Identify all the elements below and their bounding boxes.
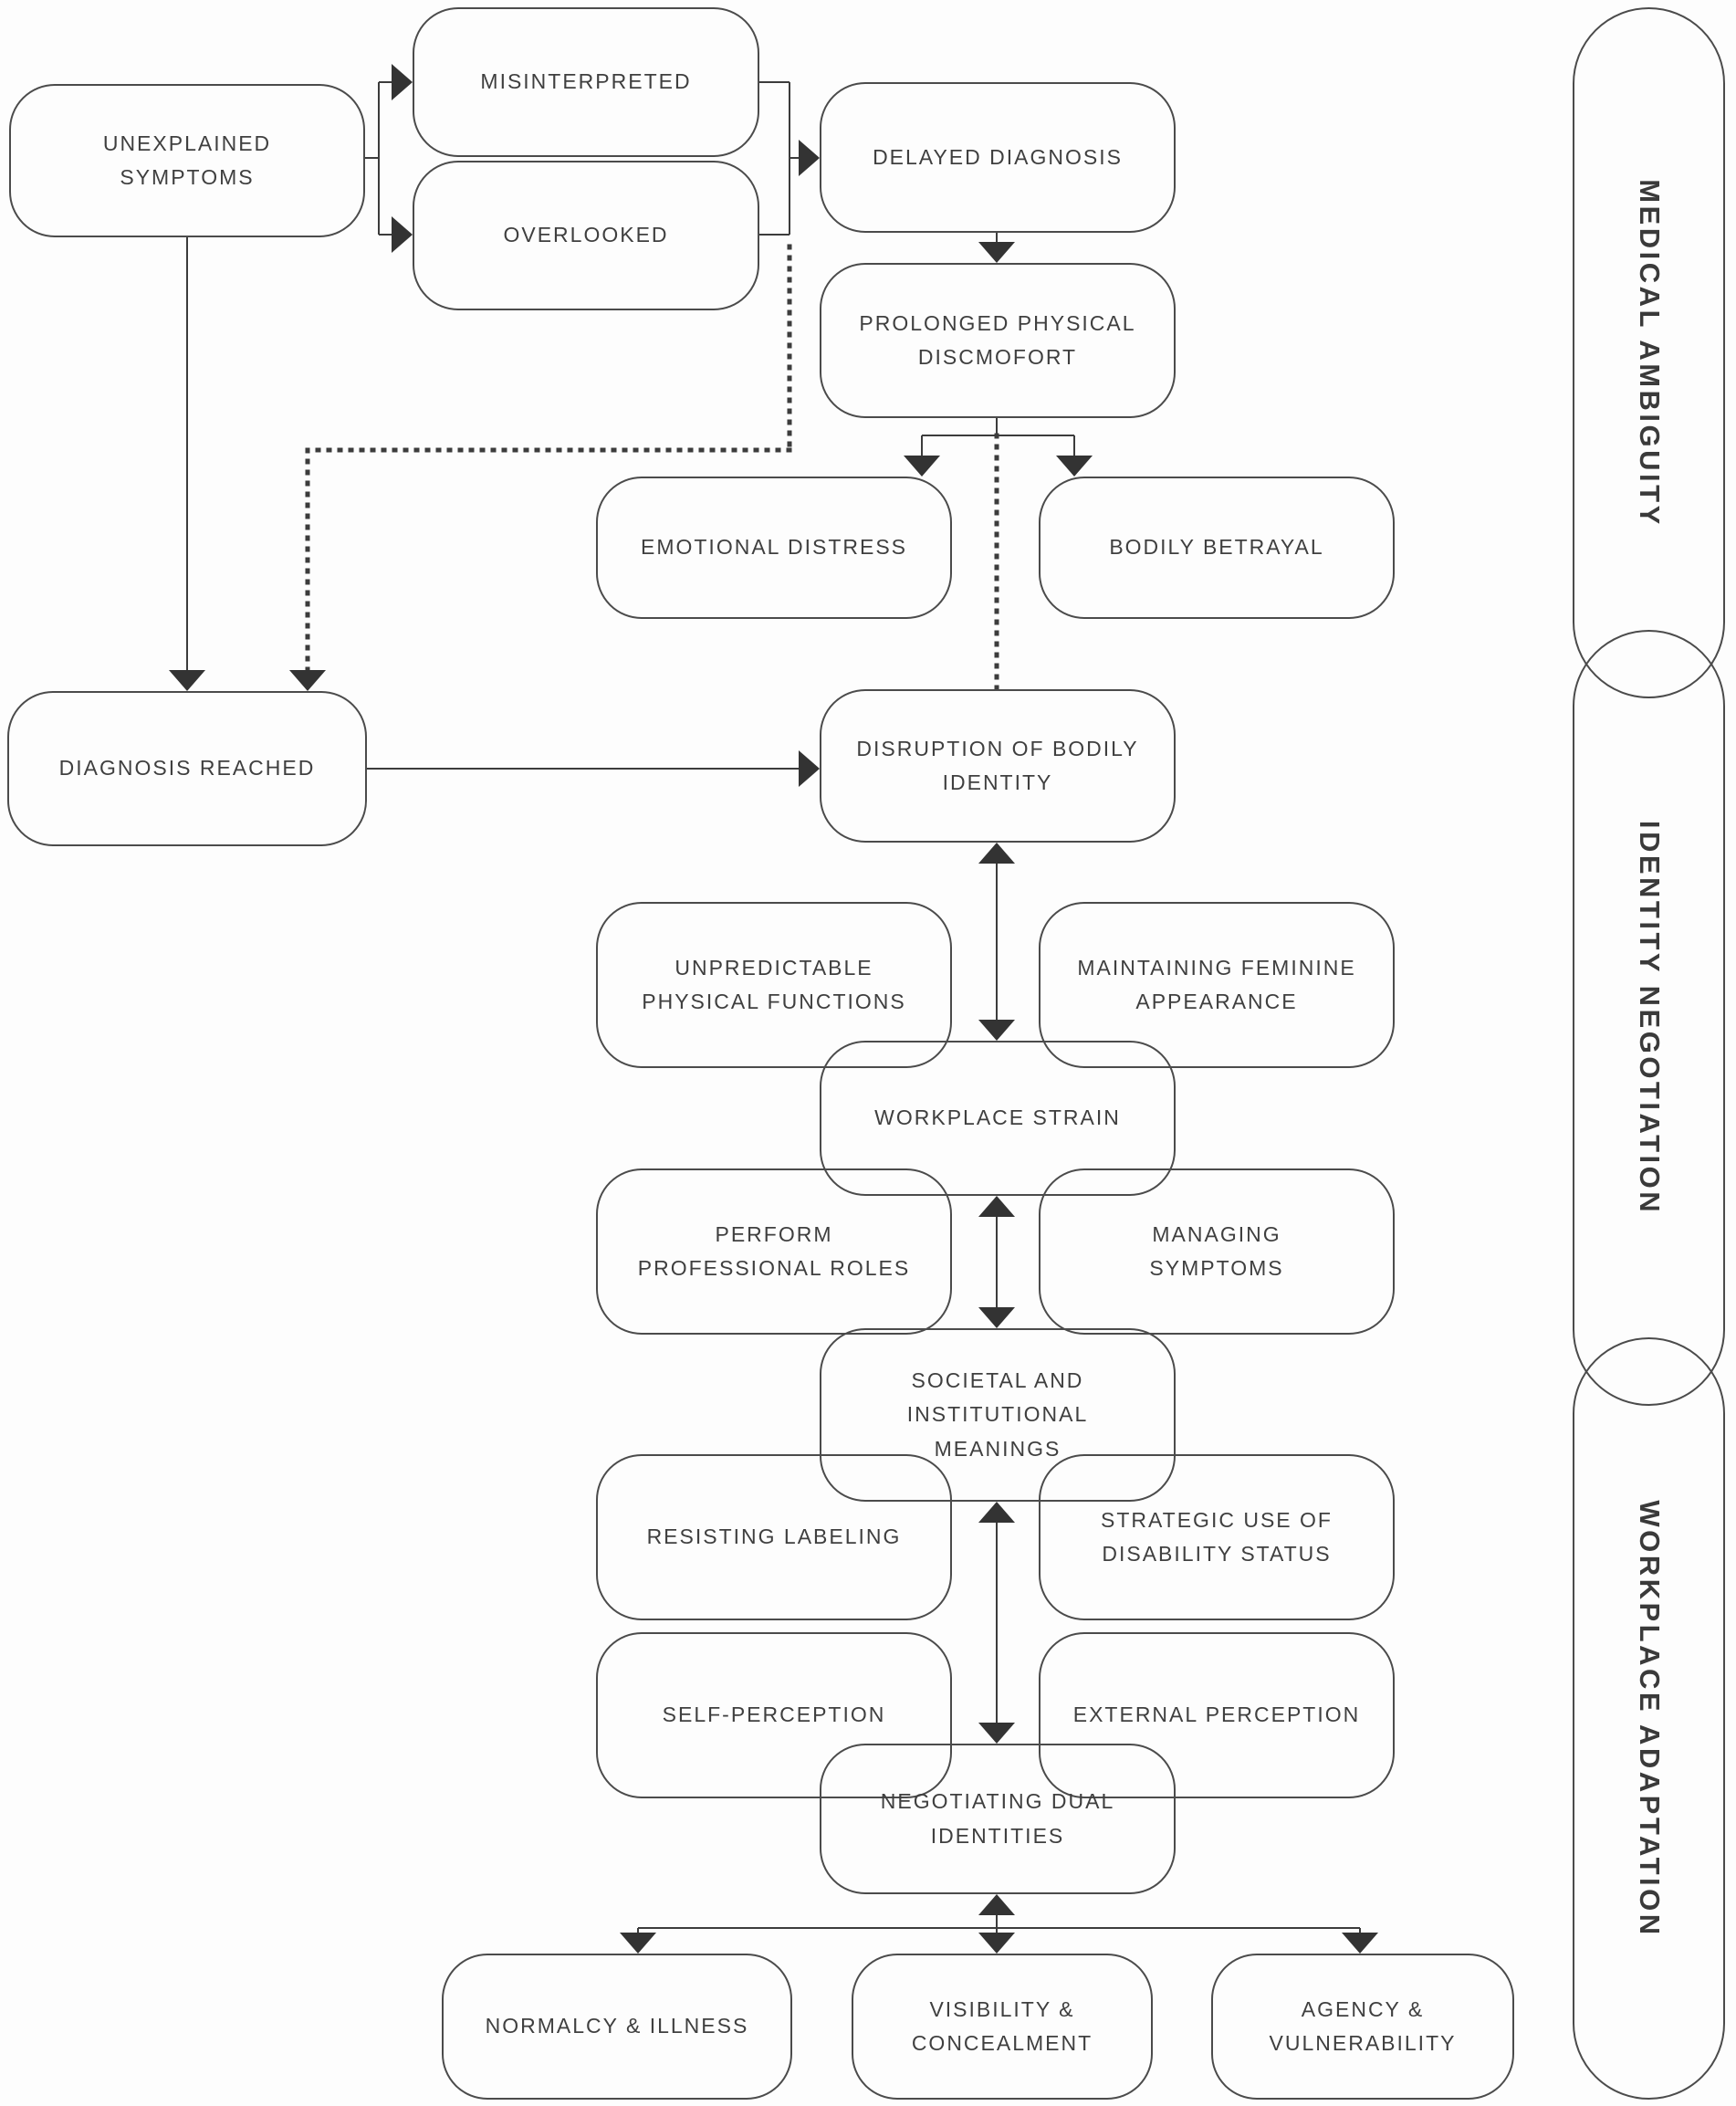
node-visibility-concealment: VISIBILITY & CONCEALMENT (852, 1954, 1153, 2100)
arrowhead (392, 216, 413, 253)
node-label: MANAGING SYMPTOMS (1149, 1221, 1284, 1280)
connector-line (365, 81, 392, 236)
node-label: EXTERNAL PERCEPTION (1072, 1703, 1361, 1727)
node-resisting-labeling: RESISTING LABELING (596, 1454, 952, 1620)
node-label: STRATEGIC USE OF DISABILITY STATUS (1101, 1507, 1333, 1566)
arrowhead (799, 140, 820, 176)
node-label: DELAYED DIAGNOSIS (873, 144, 1123, 169)
node-label: BODILY BETRAYAL (1109, 535, 1324, 560)
node-strategic-use-of-disability-status: STRATEGIC USE OF DISABILITY STATUS (1039, 1454, 1395, 1620)
node-label: SELF-PERCEPTION (662, 1703, 886, 1727)
node-external-perception: EXTERNAL PERCEPTION (1039, 1632, 1395, 1798)
node-label: MISINTERPRETED (480, 69, 692, 94)
node-perform-professional-roles: PERFORM PROFESSIONAL ROLES (596, 1168, 952, 1335)
arrowhead (978, 1894, 1015, 1915)
arrowhead (978, 1723, 1015, 1744)
node-emotional-distress: EMOTIONAL DISTRESS (596, 477, 952, 619)
arrowhead (392, 64, 413, 100)
arrowhead (978, 1933, 1015, 1954)
node-label: PROLONGED PHYSICAL DISCMOFORT (859, 310, 1136, 369)
dotted-connector-line (305, 244, 792, 673)
node-label: AGENCY & VULNERABILITY (1269, 1996, 1457, 2055)
node-label: VISIBILITY & CONCEALMENT (911, 1996, 1093, 2055)
node-label: NORMALCY & ILLNESS (485, 2014, 749, 2038)
arrowhead (1342, 1933, 1378, 1954)
arrowhead (904, 456, 940, 477)
section-pill-medical-ambiguity: MEDICAL AMBIGUITY (1573, 7, 1725, 698)
node-bodily-betrayal: BODILY BETRAYAL (1039, 477, 1395, 619)
section-pill-workplace-adaptation: WORKPLACE ADAPTATION (1573, 1337, 1725, 2100)
node-managing-symptoms: MANAGING SYMPTOMS (1039, 1168, 1395, 1335)
node-normalcy-illness: NORMALCY & ILLNESS (442, 1954, 792, 2100)
node-label: NEGOTIATING DUAL IDENTITIES (880, 1789, 1115, 1848)
section-label: IDENTITY NEGOTIATION (1633, 820, 1666, 1216)
node-label: UNEXPLAINED SYMPTOMS (102, 131, 272, 189)
node-agency-vulnerability: AGENCY & VULNERABILITY (1211, 1954, 1514, 2100)
arrowhead (978, 242, 1015, 263)
section-label: MEDICAL AMBIGUITY (1633, 178, 1666, 528)
node-maintaining-feminine-appearance: MAINTAINING FEMININE APPEARANCE (1039, 902, 1395, 1068)
arrowhead (978, 1196, 1015, 1217)
node-delayed-diagnosis: DELAYED DIAGNOSIS (820, 82, 1176, 233)
arrowhead (978, 1020, 1015, 1041)
arrowhead (978, 1502, 1015, 1523)
node-misinterpreted: MISINTERPRETED (413, 7, 759, 157)
connector-line (759, 81, 800, 236)
section-label: WORKPLACE ADAPTATION (1633, 1499, 1666, 1938)
node-label: SOCIETAL AND INSTITUTIONAL MEANINGS (906, 1368, 1089, 1461)
node-label: OVERLOOKED (503, 223, 669, 247)
node-label: DIAGNOSIS REACHED (58, 756, 316, 781)
node-disruption-of-bodily-identity: DISRUPTION OF BODILY IDENTITY (820, 689, 1176, 843)
node-negotiating-dual-identities: NEGOTIATING DUAL IDENTITIES (820, 1744, 1176, 1894)
arrowhead (799, 750, 820, 787)
node-unexplained-symptoms: UNEXPLAINED SYMPTOMS (9, 84, 365, 237)
section-pill-identity-negotiation: IDENTITY NEGOTIATION (1573, 630, 1725, 1406)
arrowhead (978, 843, 1015, 864)
node-self-perception: SELF-PERCEPTION (596, 1632, 952, 1798)
node-label: UNPREDICTABLE PHYSICAL FUNCTIONS (642, 955, 906, 1013)
node-label: EMOTIONAL DISTRESS (640, 535, 908, 560)
arrowhead (169, 670, 205, 691)
node-workplace-strain: WORKPLACE STRAIN (820, 1041, 1176, 1196)
node-label: MAINTAINING FEMININE APPEARANCE (1077, 955, 1356, 1013)
arrowhead (620, 1933, 656, 1954)
node-prolonged-physical-discomfort: PROLONGED PHYSICAL DISCMOFORT (820, 263, 1176, 418)
arrowhead (1056, 456, 1093, 477)
node-unpredictable-physical-functions: UNPREDICTABLE PHYSICAL FUNCTIONS (596, 902, 952, 1068)
arrowhead (289, 670, 326, 691)
node-overlooked: OVERLOOKED (413, 161, 759, 310)
arrowhead (978, 1307, 1015, 1328)
node-label: DISRUPTION OF BODILY IDENTITY (856, 736, 1139, 794)
node-label: PERFORM PROFESSIONAL ROLES (637, 1221, 911, 1280)
connector-line (637, 1915, 1361, 1933)
node-label: RESISTING LABELING (646, 1524, 902, 1549)
node-diagnosis-reached: DIAGNOSIS REACHED (7, 691, 367, 846)
node-societal-institutional-meanings: SOCIETAL AND INSTITUTIONAL MEANINGS (820, 1328, 1176, 1502)
node-label: WORKPLACE STRAIN (874, 1105, 1121, 1130)
